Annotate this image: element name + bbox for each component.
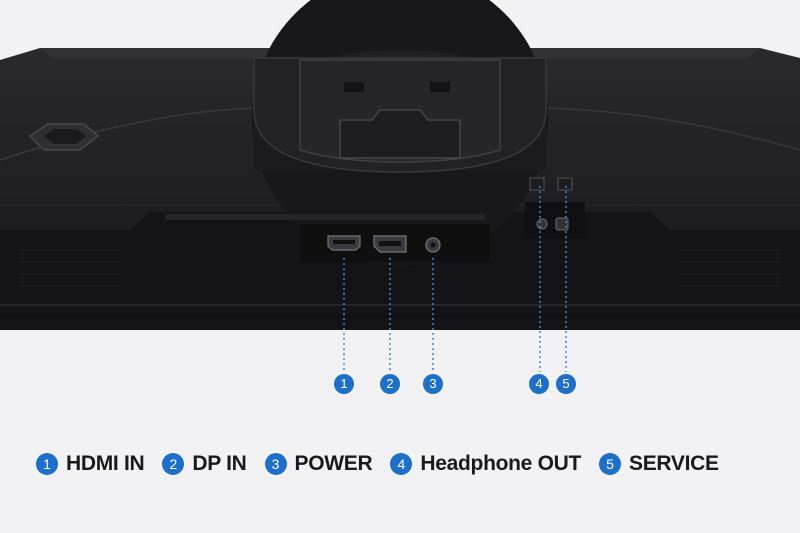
legend-number: 3	[264, 453, 287, 475]
legend-number: 4	[390, 453, 413, 475]
legend-item-service: 5 SERVICE	[599, 452, 719, 476]
callout-5: 5	[556, 374, 576, 394]
legend-number: 2	[162, 453, 185, 475]
service-port-icon	[555, 217, 569, 231]
port-legend: 1 HDMI IN 2 DP IN 3 POWER 4 Headphone OU…	[36, 449, 719, 479]
legend-item-power: 3 POWER	[264, 452, 373, 476]
leader-lines	[343, 186, 567, 372]
legend-label: POWER	[294, 452, 373, 475]
callout-3: 3	[423, 374, 443, 394]
callout-1: 1	[334, 374, 354, 394]
legend-label: DP IN	[192, 452, 247, 475]
headphone-port-icon	[536, 218, 548, 230]
callout-2: 2	[380, 374, 400, 394]
legend-item-dp-in: 2 DP IN	[162, 452, 247, 476]
logo-badge-icon	[28, 123, 100, 151]
legend-number: 1	[36, 453, 58, 475]
legend-label: Headphone OUT	[420, 452, 581, 475]
legend-label: SERVICE	[629, 452, 719, 475]
hdmi-port-icon	[327, 235, 361, 251]
callout-4: 4	[529, 374, 549, 394]
port-panel	[165, 177, 585, 262]
power-port-icon	[425, 237, 441, 253]
stand-mount	[252, 0, 548, 266]
legend-item-hdmi-in: 1 HDMI IN	[36, 452, 145, 476]
displayport-port-icon	[373, 235, 407, 253]
legend-item-headphone-out: 4 Headphone OUT	[390, 452, 581, 476]
legend-number: 5	[599, 453, 621, 475]
legend-label: HDMI IN	[66, 452, 145, 475]
